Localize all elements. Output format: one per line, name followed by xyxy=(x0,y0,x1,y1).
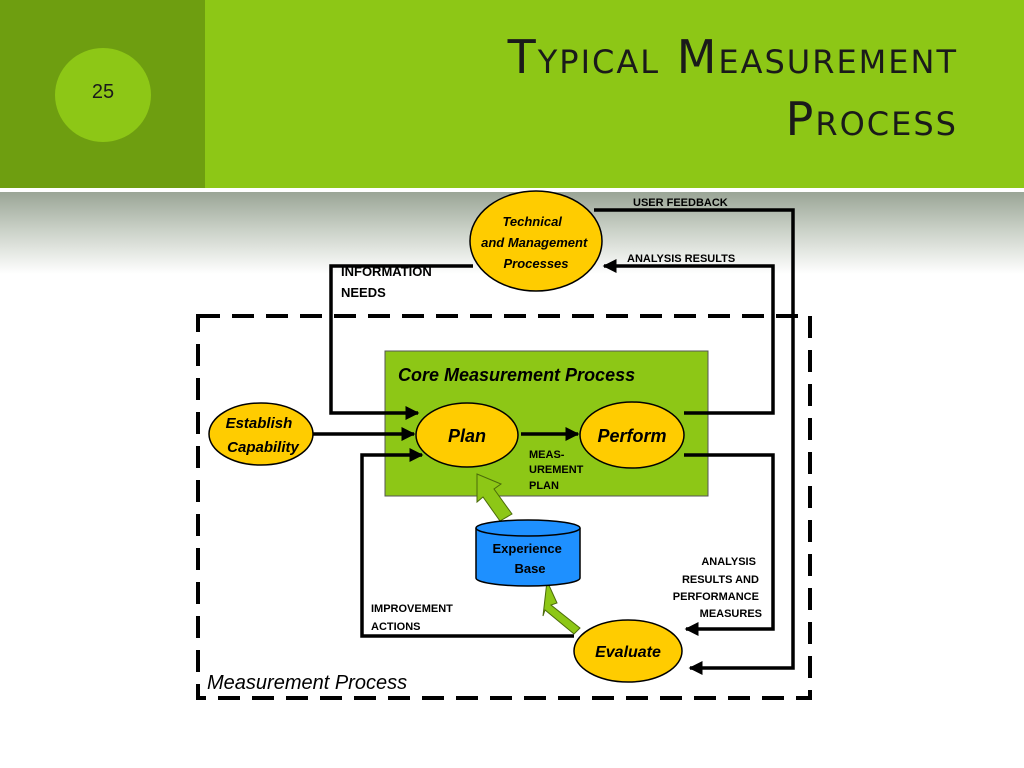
analysis-results-arrow xyxy=(602,259,775,415)
perform-label: Perform xyxy=(597,426,666,446)
experience-line2: Base xyxy=(514,561,545,576)
analysis-results-label: ANALYSIS RESULTS xyxy=(627,253,735,265)
perform-node xyxy=(579,401,685,469)
information-needs-line2: NEEDS xyxy=(341,285,386,300)
evaluate-to-experience-arrow xyxy=(542,579,581,635)
perform-to-evaluate-arrow xyxy=(684,453,775,636)
establish-line2: Capability xyxy=(227,439,299,456)
improvement-actions-arrow xyxy=(360,448,574,638)
slide-title: Typical Measurement Process xyxy=(508,26,958,150)
plan-node xyxy=(415,402,519,468)
improvement-line2: ACTIONS xyxy=(371,621,421,633)
measurement-process-label: Measurement Process xyxy=(207,672,407,694)
plan-label: Plan xyxy=(448,426,486,446)
meas-plan-line1: MEAS- xyxy=(529,449,565,461)
measurement-process-box xyxy=(196,314,812,700)
svg-text:ANALYSIS RESULTS AND P: ANALYSIS RESULTS AND PERFORMANCE MEASURE… xyxy=(673,556,762,620)
svg-text:INFORMATION NEEDS: INFORMATION NEEDS xyxy=(341,264,435,300)
user-feedback-label: USER FEEDBACK xyxy=(633,197,728,209)
arpm-line4: MEASURES xyxy=(700,608,762,620)
svg-text:Experience Base: Experience Base xyxy=(493,541,566,576)
establish-line1: Establish xyxy=(226,415,293,432)
arpm-line2: RESULTS AND xyxy=(682,574,759,586)
arpm-line3: PERFORMANCE xyxy=(673,591,759,603)
improvement-line1: IMPROVEMENT xyxy=(371,603,453,615)
meas-plan-line2: UREMENT xyxy=(529,464,584,476)
technical-management-node xyxy=(469,190,603,292)
evaluate-label: Evaluate xyxy=(595,644,661,661)
header-divider xyxy=(0,188,1024,192)
arpm-line1: ANALYSIS xyxy=(701,556,756,568)
slide-title-line1: Typical Measurement xyxy=(507,30,958,84)
technical-line2: and Management xyxy=(481,235,588,250)
header-left-panel: 25 xyxy=(0,0,205,188)
svg-text:Establish Capability: Establish Capability xyxy=(226,415,300,456)
experience-base-node xyxy=(475,519,581,587)
information-needs-arrow xyxy=(329,264,473,420)
meas-plan-line3: PLAN xyxy=(529,480,559,492)
evaluate-node xyxy=(573,619,683,683)
establish-capability-node xyxy=(208,402,314,466)
experience-to-plan-arrow xyxy=(476,473,513,522)
slide-number-circle: 25 xyxy=(55,48,151,142)
technical-line3: Processes xyxy=(503,256,568,271)
svg-text:Technical and Management: Technical and Management Processes xyxy=(481,214,591,271)
experience-line1: Experience xyxy=(493,541,562,556)
core-measurement-label: Core Measurement Process xyxy=(398,365,635,385)
svg-text:IMPROVEMENT ACTIONS: IMPROVEMENT ACTIONS xyxy=(371,603,456,633)
slide-title-line2: Process xyxy=(785,92,958,146)
user-feedback-arrow xyxy=(594,208,795,675)
svg-text:MEAS- UREMENT PLAN: MEAS- UREMENT PLAN xyxy=(529,449,586,492)
information-needs-line1: INFORMATION xyxy=(341,264,432,279)
technical-line1: Technical xyxy=(502,214,562,229)
slide-header: 25 Typical Measurement Process xyxy=(0,0,1024,188)
slide-number: 25 xyxy=(91,81,115,103)
